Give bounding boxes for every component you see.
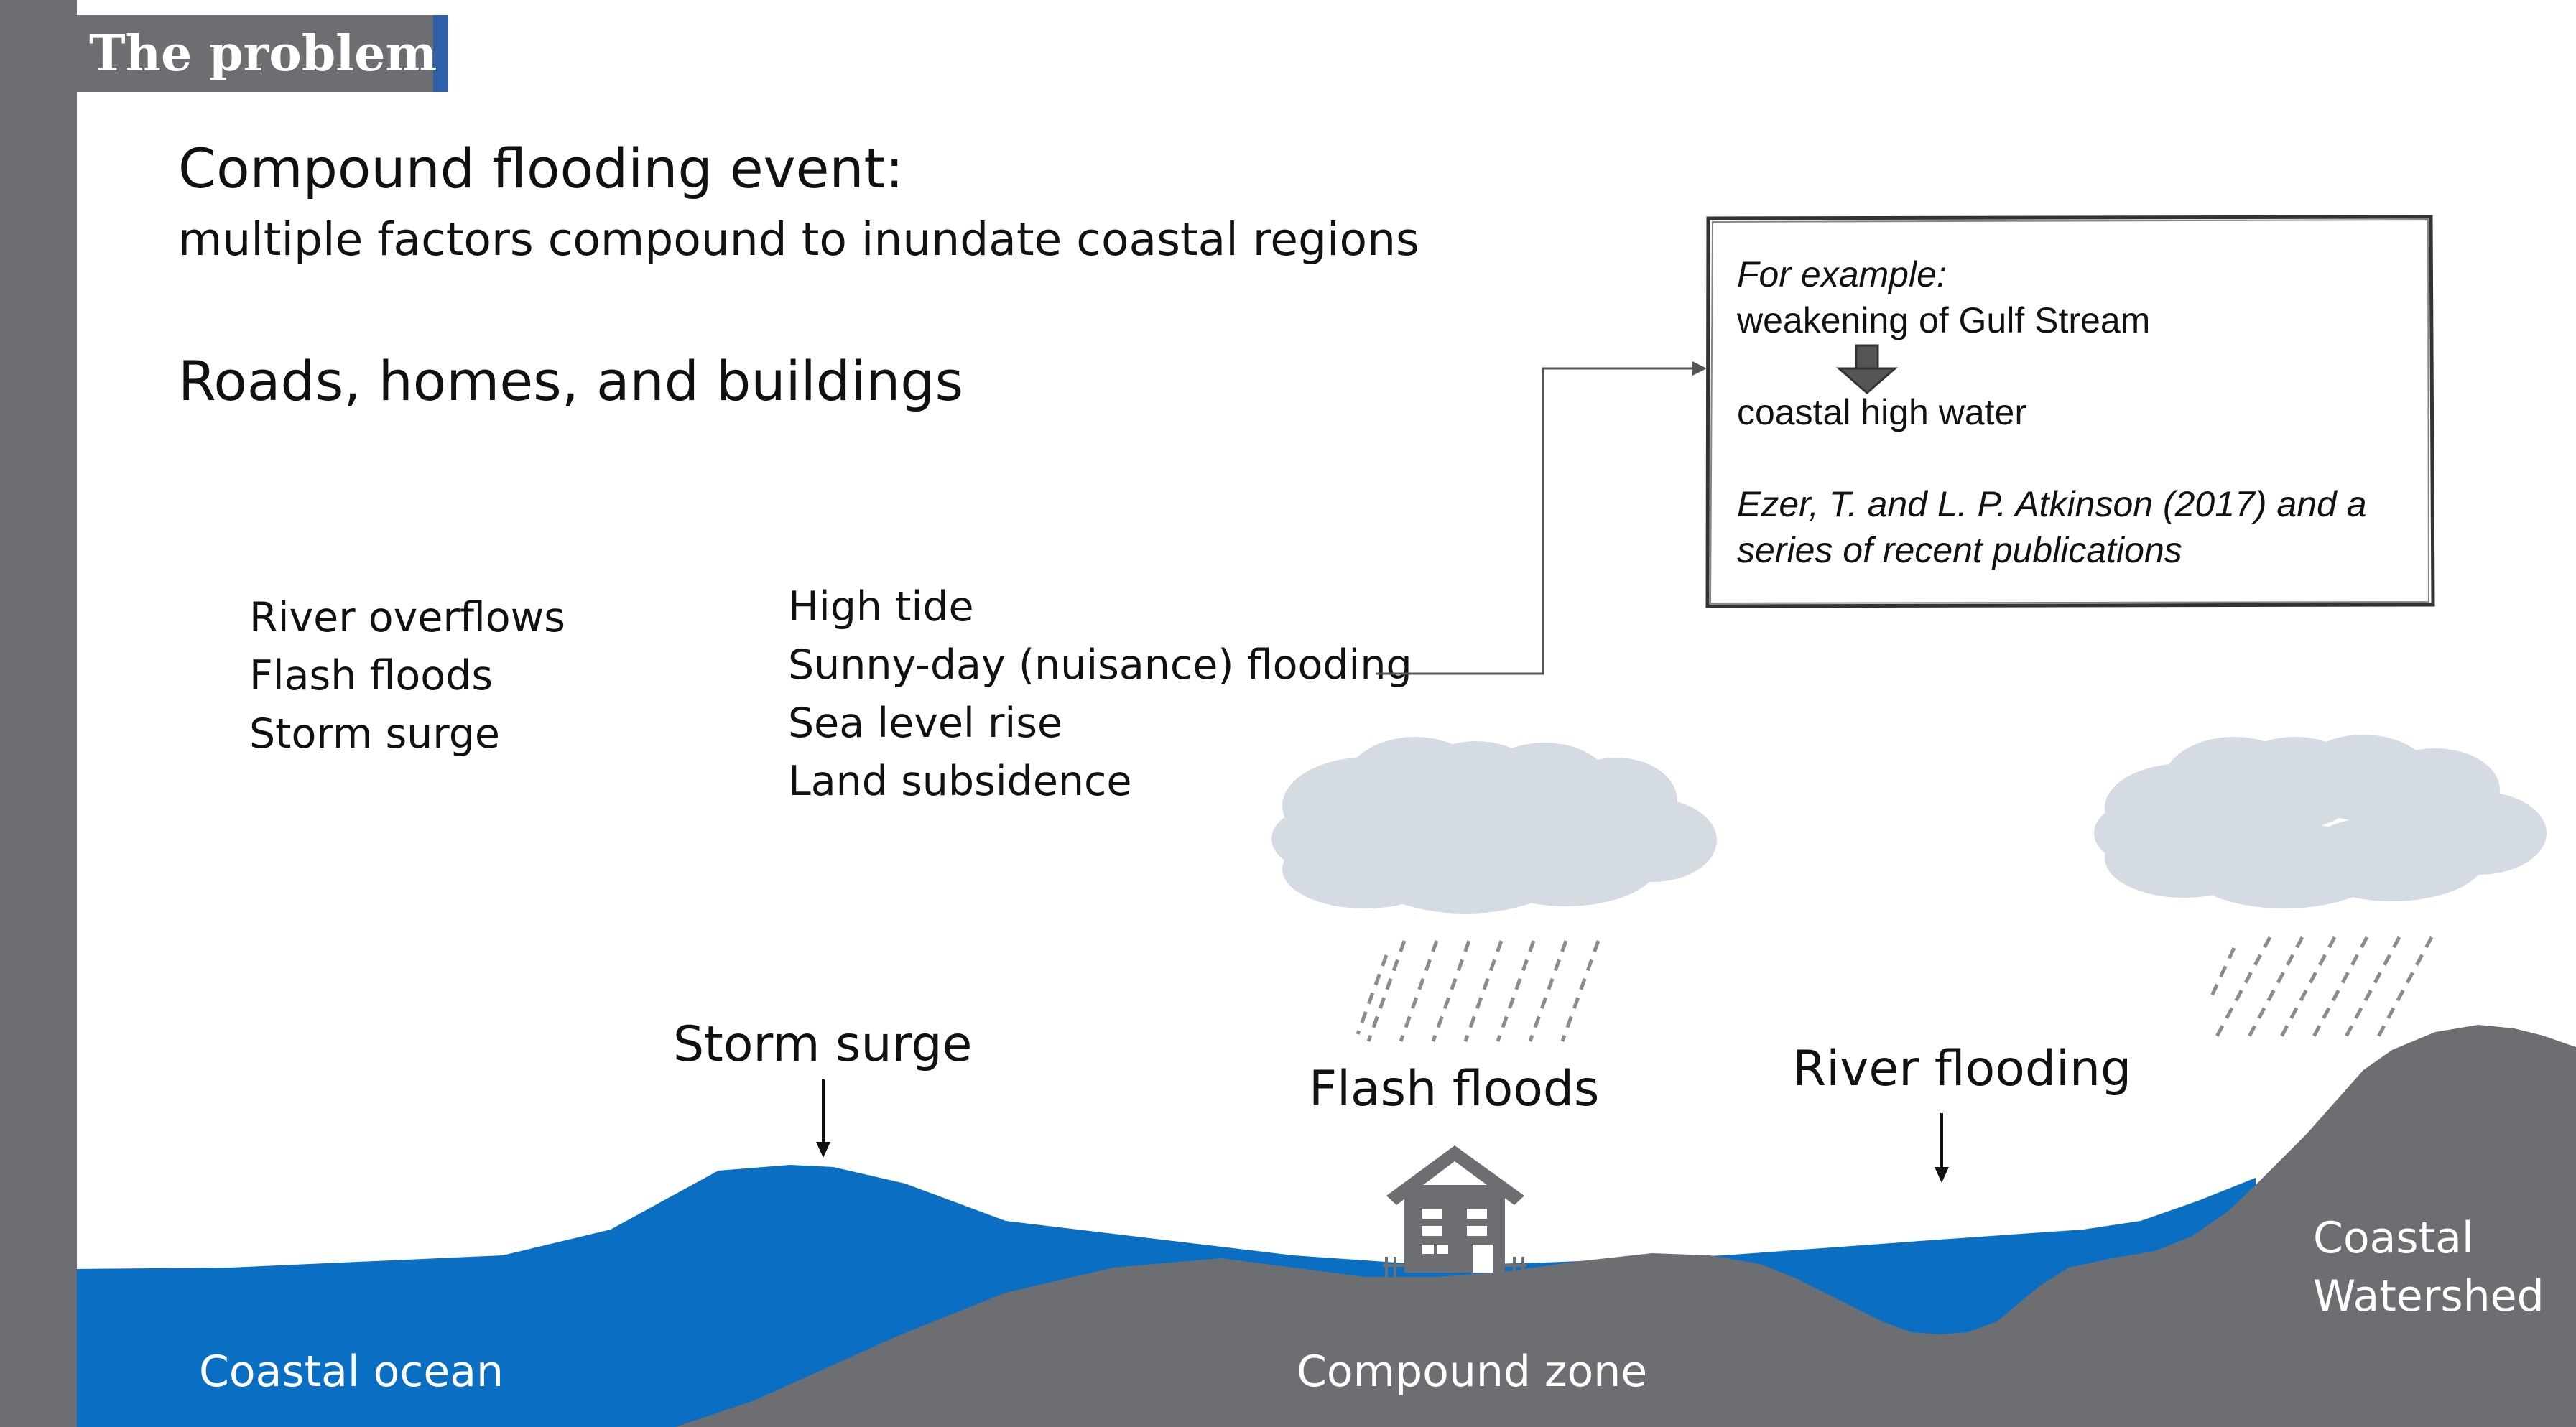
example-effect: coastal high water (1737, 392, 2027, 432)
cloud-icon (1271, 737, 1717, 914)
rain-icon (2207, 936, 2434, 1039)
example-box-border (1705, 215, 2435, 608)
flash-floods-label: Flash floods (1309, 1061, 1600, 1117)
cloud-icon (2094, 735, 2547, 908)
coastal-ocean-label: Coastal ocean (199, 1347, 504, 1397)
factor-storm-surge: Storm surge (249, 710, 500, 758)
factors-list-left: River overflows Flash floods Storm surge (249, 589, 565, 763)
left-sidebar-bar (0, 0, 77, 1427)
example-text: For example: weakening of Gulf Stream co… (1737, 251, 2367, 573)
compound-zone-label: Compound zone (1297, 1347, 1648, 1397)
land-terrain (675, 1025, 2576, 1427)
storm-surge-label: Storm surge (673, 1016, 973, 1073)
section-title-box (73, 15, 448, 92)
factor-river-overflows: River overflows (249, 594, 565, 641)
factor-land-subsidence: Land subsidence (788, 758, 1132, 805)
river-flooding-label: River flooding (1792, 1041, 2132, 1097)
down-arrow-icon (1835, 344, 1899, 394)
factor-sunny-day-flooding: Sunny-day (nuisance) flooding (788, 641, 1412, 689)
example-label: For example: (1737, 254, 1947, 294)
factor-high-tide: High tide (788, 583, 974, 631)
factor-sea-level-rise: Sea level rise (788, 699, 1062, 747)
connector-arrowhead (1692, 361, 1707, 376)
coastal-watershed-label-line2: Watershed (2313, 1271, 2544, 1321)
compound-flooding-heading: Compound flooding event: (178, 136, 904, 200)
coastal-watershed-label-line1: Coastal (2313, 1213, 2474, 1263)
house-icon (1383, 1145, 1526, 1277)
section-title: The problem (89, 25, 437, 83)
example-citation-line2: series of recent publications (1737, 530, 2182, 570)
impacts-heading: Roads, homes, and buildings (178, 349, 964, 413)
river-flooding-arrow (1935, 1113, 1949, 1183)
connector-line (1376, 367, 1700, 675)
example-citation-line1: Ezer, T. and L. P. Atkinson (2017) and a (1737, 484, 2367, 524)
storm-surge-arrow (816, 1079, 830, 1158)
section-title-accent (433, 15, 448, 92)
factors-list-right: High tide Sunny-day (nuisance) flooding … (788, 578, 1412, 811)
rain-icon (1356, 940, 1600, 1042)
factor-flash-floods: Flash floods (249, 652, 494, 699)
example-cause: weakening of Gulf Stream (1737, 300, 2151, 340)
compound-flooding-definition: multiple factors compound to inundate co… (178, 213, 1419, 266)
